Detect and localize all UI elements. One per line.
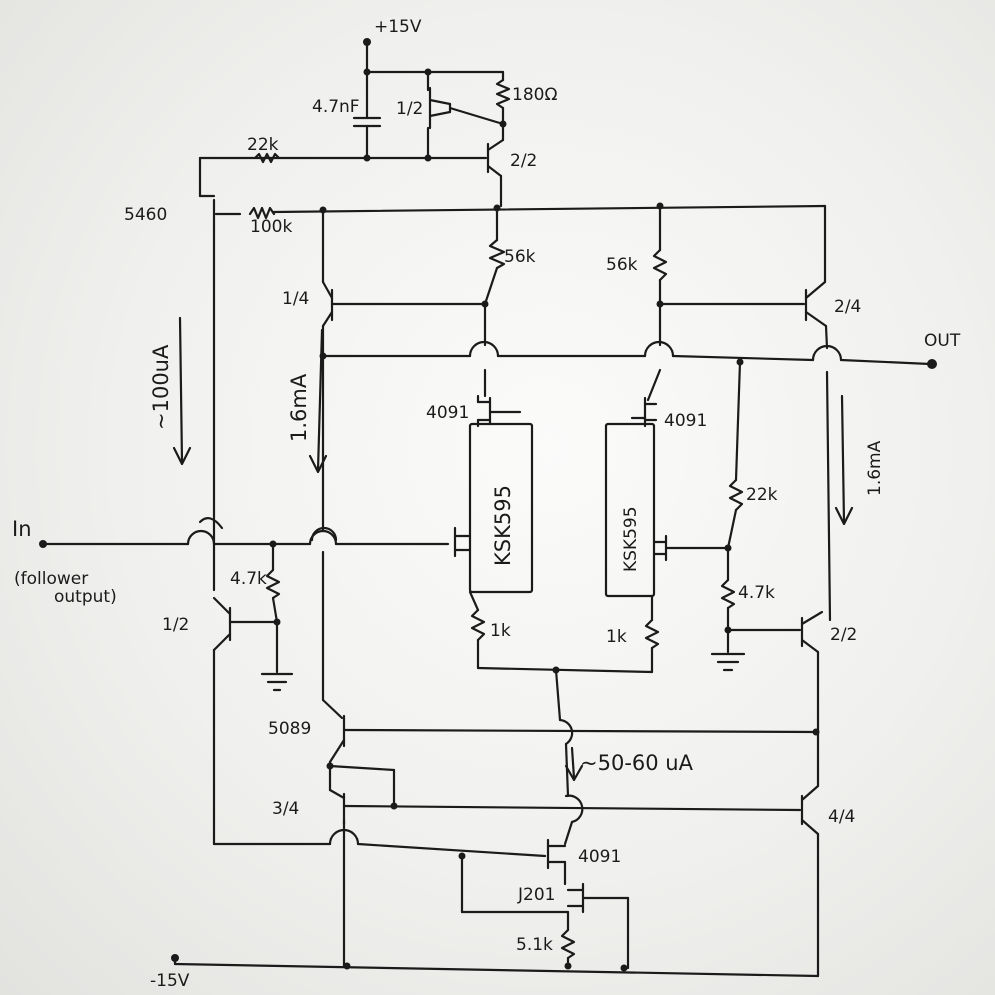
- label-4091-bottom: 4091: [578, 847, 621, 867]
- label-56k-right: 56k: [606, 255, 638, 275]
- label-100k: 100k: [250, 217, 292, 237]
- labels: +15V 180Ω 4.7nF 1/2 2/2 22k 5460 100k 56…: [12, 17, 961, 991]
- label-ksk595-right: KSK595: [621, 506, 641, 572]
- label-cap-47nf: 4.7nF: [312, 97, 360, 117]
- label-q-top-half: 1/2: [396, 99, 423, 119]
- label-q-4-4: 4/4: [828, 807, 855, 827]
- label-180-ohm: 180Ω: [512, 85, 557, 105]
- label-q-3-4: 3/4: [272, 799, 299, 819]
- label-q-2-2-right: 2/2: [830, 625, 857, 645]
- top-current-source: [198, 38, 511, 208]
- label-ksk595-left: KSK595: [491, 485, 515, 566]
- right-output-branch: [658, 204, 832, 736]
- label-47k-left: 4.7k: [230, 569, 267, 589]
- label-current-16ma-left: 1.6mA: [287, 373, 311, 442]
- input-stage: [39, 529, 547, 860]
- label-47k-right: 4.7k: [738, 583, 775, 603]
- label-22k-right: 22k: [746, 485, 778, 505]
- label-in-note-1: (follower: [14, 569, 88, 589]
- label-current-16ma-right: 1.6mA: [865, 440, 885, 496]
- label-q-half-left: 1/2: [162, 615, 189, 635]
- right-jfet-cascode: [604, 204, 732, 674]
- label-1k-left: 1k: [490, 621, 511, 641]
- label-in: In: [12, 517, 32, 541]
- label-in-note-2: output): [54, 587, 117, 607]
- label-q-top-2-2: 2/2: [510, 151, 537, 171]
- label-4091-left: 4091: [426, 403, 469, 423]
- label-supply-neg: -15V: [150, 971, 190, 991]
- label-q-1-4: 1/4: [282, 289, 309, 309]
- label-current-100ua: ~100uA: [149, 344, 173, 430]
- label-j201: J201: [517, 885, 555, 905]
- left-jfet-cascode: [453, 302, 654, 674]
- label-4091-right: 4091: [664, 411, 707, 431]
- label-out: OUT: [924, 331, 961, 351]
- label-5089: 5089: [268, 719, 311, 739]
- label-1k-right: 1k: [606, 627, 627, 647]
- label-56k-left: 56k: [504, 247, 536, 267]
- label-supply-pos: +15V: [374, 17, 422, 37]
- bottom-current-mirrors: [171, 668, 820, 978]
- label-5460: 5460: [124, 205, 167, 225]
- label-22k-top: 22k: [247, 135, 279, 155]
- label-51k: 5.1k: [516, 935, 553, 955]
- current-arrows: [172, 316, 854, 782]
- label-current-50-60ua: ~50-60 uA: [580, 751, 694, 775]
- label-q-2-4: 2/4: [834, 297, 861, 317]
